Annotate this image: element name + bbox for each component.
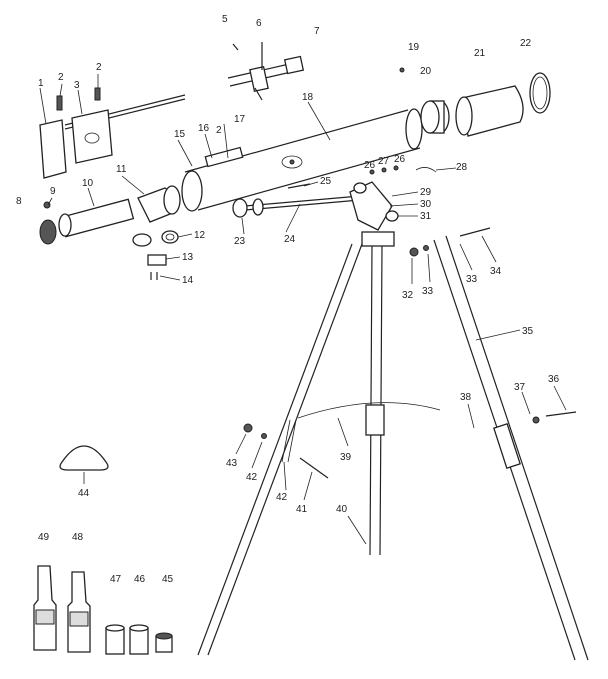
label-21: 21 (474, 48, 486, 59)
slow-motion-rod (232, 183, 361, 218)
label-15: 15 (174, 129, 186, 140)
label-8: 8 (16, 196, 22, 207)
label-1: 1 (38, 78, 44, 89)
label-44: 44 (78, 488, 90, 499)
label-27: 27 (378, 156, 390, 167)
label-36: 36 (548, 374, 560, 385)
label-41: 41 (296, 504, 308, 515)
label-22: 22 (520, 38, 532, 49)
label-30: 30 (420, 199, 432, 210)
label-28a: 28 (456, 162, 468, 173)
dew-cap-assembly (399, 67, 551, 137)
label-42a: 42 (246, 472, 258, 483)
label-3: 3 (74, 80, 80, 91)
accessory-tray (59, 445, 109, 471)
label-2a: 2 (58, 72, 64, 83)
label-26b: 26 (394, 154, 406, 165)
label-37: 37 (514, 382, 526, 393)
label-47: 47 (110, 574, 122, 585)
main-tube (181, 108, 423, 212)
label-42b: 42 (276, 492, 288, 503)
label-9: 9 (50, 186, 56, 197)
label-2b: 2 (96, 62, 102, 73)
label-7: 7 (314, 26, 320, 37)
label-17: 17 (234, 114, 246, 125)
label-29: 29 (420, 187, 432, 198)
part-labels: 1 2 3 2 5 6 7 8 9 10 11 12 13 14 15 16 2… (16, 14, 560, 585)
label-20: 20 (420, 66, 432, 77)
label-14: 14 (182, 275, 194, 286)
label-6: 6 (256, 18, 262, 29)
label-39: 39 (340, 452, 352, 463)
label-31: 31 (420, 211, 432, 222)
label-34: 34 (490, 266, 502, 277)
label-33a: 33 (422, 286, 434, 297)
leader-lines (39, 74, 567, 545)
eyepiece-set (33, 565, 173, 655)
label-11: 11 (116, 164, 127, 175)
label-2c: 2 (216, 125, 222, 136)
label-49: 49 (38, 532, 50, 543)
label-25: 25 (320, 176, 332, 187)
label-33b: 33 (466, 274, 478, 285)
label-5: 5 (222, 14, 228, 25)
label-45: 45 (162, 574, 174, 585)
label-48: 48 (72, 532, 84, 543)
label-10: 10 (82, 178, 94, 189)
focuser-assembly (39, 185, 181, 280)
finder-scope (227, 42, 305, 101)
label-38: 38 (460, 392, 472, 403)
label-23: 23 (234, 236, 246, 247)
label-18: 18 (302, 92, 314, 103)
label-35: 35 (522, 326, 534, 337)
label-16: 16 (198, 123, 210, 134)
label-32: 32 (402, 290, 414, 301)
mount-head (349, 165, 437, 247)
label-24: 24 (284, 234, 296, 245)
label-19: 19 (408, 42, 420, 53)
diagonal-rod-assembly (39, 87, 186, 179)
label-13: 13 (182, 252, 194, 263)
label-12: 12 (194, 230, 206, 241)
label-43: 43 (226, 458, 238, 469)
label-40: 40 (336, 504, 348, 515)
label-26a: 26 (364, 160, 376, 171)
tripod (197, 227, 589, 661)
label-46: 46 (134, 574, 146, 585)
